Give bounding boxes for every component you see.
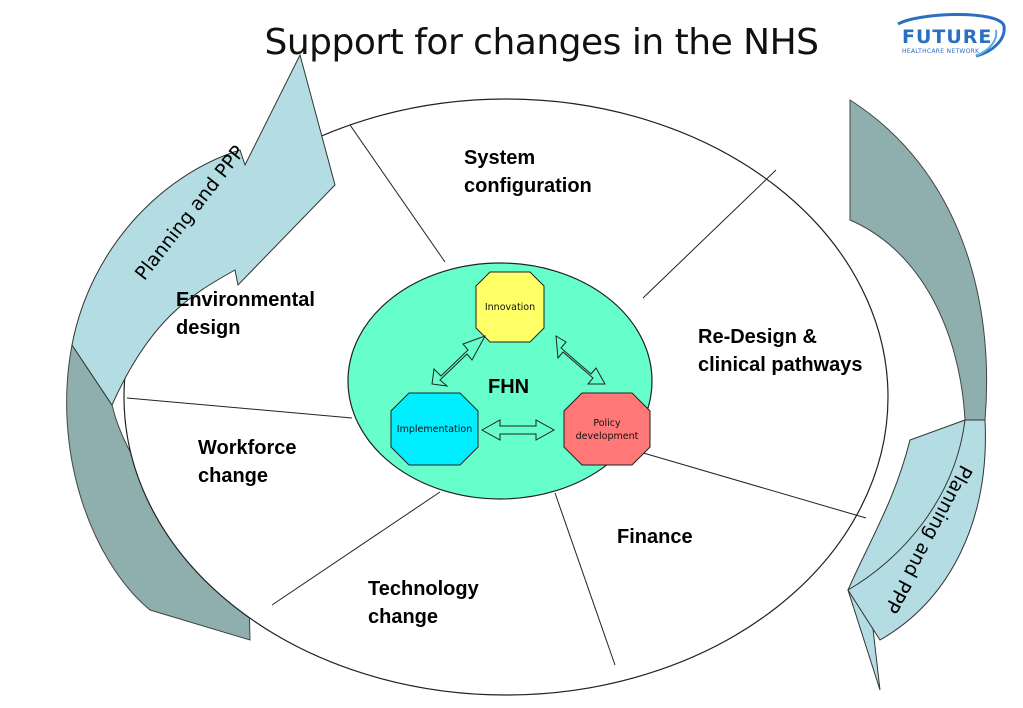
implementation-policy-arrow <box>480 419 556 441</box>
implementation-octagon <box>390 392 479 466</box>
workforce-label-line1: Workforce <box>198 437 297 459</box>
environmental-design-label: Environmental design <box>176 286 315 342</box>
environmental-label-line2: design <box>176 317 241 339</box>
innovation-policy-arrow <box>555 335 606 385</box>
logo-main-text: FUTURE <box>902 26 993 48</box>
environmental-label-line1: Environmental <box>176 289 315 311</box>
workforce-change-label: Workforce change <box>198 434 297 490</box>
system-label-line2: configuration <box>464 175 592 197</box>
system-label-line1: System <box>464 147 536 169</box>
innovation-octagon <box>475 271 545 343</box>
innovation-label: Innovation <box>484 302 536 313</box>
policy-octagon <box>563 392 651 466</box>
redesign-label-line1: Re-Design & <box>698 326 817 348</box>
policy-development-label: Policy development <box>564 417 650 443</box>
technology-change-label: Technology change <box>368 575 479 631</box>
left-arrow <box>71 53 336 407</box>
future-healthcare-network-logo: FUTURE HEALTHCARE NETWORK <box>880 12 1010 64</box>
technology-label-line2: change <box>368 606 439 628</box>
redesign-label: Re-Design & clinical pathways <box>698 323 863 379</box>
fhn-label: FHN <box>488 376 530 398</box>
page-title: Support for changes in the NHS <box>0 22 1023 63</box>
innovation-implementation-arrow <box>431 335 487 387</box>
workforce-label-line2: change <box>198 465 269 487</box>
logo-sub-text: HEALTHCARE NETWORK <box>902 48 980 55</box>
finance-label: Finance <box>617 526 693 548</box>
right-arrow-body <box>847 419 986 641</box>
logo-swoosh-icon <box>897 13 1006 58</box>
policy-label-line1: Policy <box>593 418 621 429</box>
policy-label-line2: development <box>575 431 639 442</box>
segment-dividers <box>126 124 867 666</box>
technology-label-line1: Technology <box>368 578 479 600</box>
page-title-text: Support for changes in the NHS <box>264 22 819 63</box>
redesign-label-line2: clinical pathways <box>698 354 863 376</box>
system-configuration-label: System configuration <box>464 144 592 200</box>
implementation-label: Implementation <box>396 424 473 435</box>
